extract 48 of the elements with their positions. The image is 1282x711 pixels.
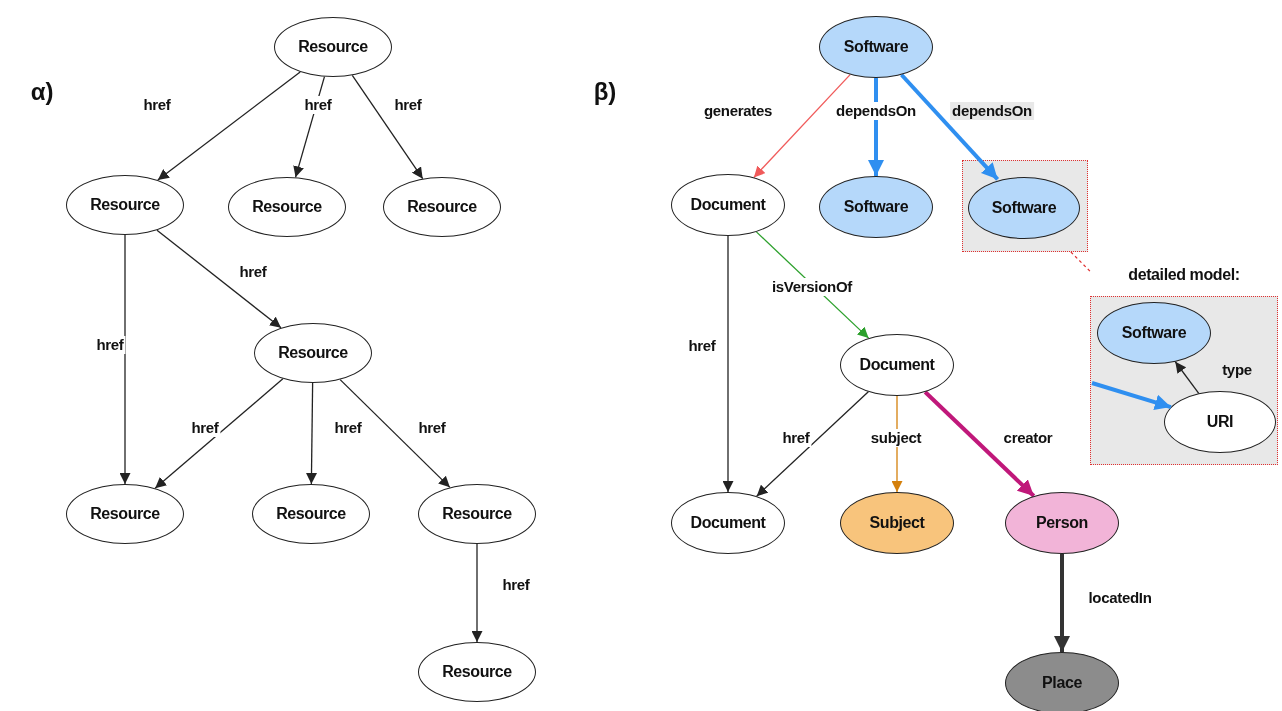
node-label: Resource	[90, 196, 160, 214]
arrow	[923, 390, 1036, 498]
arrow	[339, 379, 451, 488]
arrow	[154, 378, 284, 489]
edge-label: href	[189, 419, 221, 437]
arrow	[900, 73, 1000, 181]
node-label: Document	[690, 196, 766, 214]
node-label: Software	[1121, 324, 1187, 342]
node-label: Resource	[252, 198, 322, 216]
arrow	[471, 543, 483, 643]
node-label: Person	[1036, 514, 1088, 532]
node-label: Resource	[90, 505, 160, 523]
node-label: Subject	[869, 514, 925, 532]
node-label: Resource	[407, 198, 477, 216]
arrow	[1174, 361, 1200, 394]
node-label: Document	[690, 514, 766, 532]
node-label: Document	[859, 356, 935, 374]
panel-heading: detailed model:	[1127, 266, 1241, 284]
arrow	[722, 235, 734, 493]
edge-label: href	[302, 96, 334, 114]
node-label: Resource	[298, 38, 368, 56]
group-frame	[962, 160, 1088, 252]
arrow	[1054, 554, 1070, 652]
edge-label: dependsOn	[950, 102, 1034, 120]
edge-label: href	[780, 429, 812, 447]
node-label: Place	[1042, 674, 1082, 692]
leader-line	[1070, 251, 1091, 272]
panel-label: α)	[30, 78, 54, 106]
node-label: Resource	[278, 344, 348, 362]
node-label: Software	[991, 199, 1057, 217]
edge-label: href	[94, 336, 126, 354]
arrow	[1091, 381, 1172, 411]
arrow	[306, 382, 317, 485]
arrow	[119, 234, 131, 485]
node-label: Software	[843, 198, 909, 216]
arrow	[756, 391, 869, 497]
edge-label: subject	[868, 429, 924, 447]
arrow	[868, 78, 884, 176]
node-label: Resource	[442, 663, 512, 681]
node-label: URI	[1206, 413, 1234, 431]
node-label: Resource	[442, 505, 512, 523]
edge-label: dependsOn	[834, 102, 918, 120]
panel-label: β)	[593, 78, 617, 106]
node-label: Resource	[276, 505, 346, 523]
arrow	[157, 71, 301, 181]
arrow	[156, 229, 282, 329]
node-label: Software	[843, 38, 909, 56]
arrow	[753, 73, 851, 179]
